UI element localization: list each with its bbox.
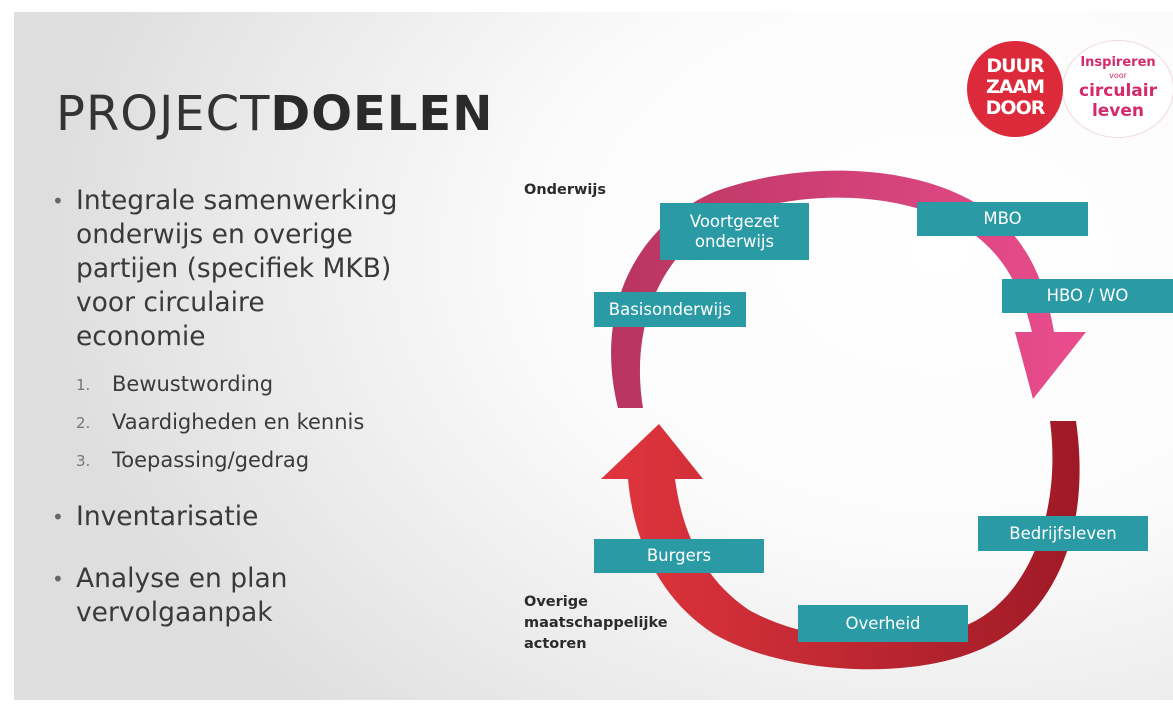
logo-text: Inspireren bbox=[1080, 55, 1156, 70]
bullet-line: Inventarisatie bbox=[76, 501, 259, 532]
box-bedrijfsleven: Bedrijfsleven bbox=[978, 516, 1148, 551]
cycle-diagram bbox=[601, 170, 1086, 670]
bullet-line: voor circulaire bbox=[76, 287, 265, 318]
box-mbo: MBO bbox=[917, 202, 1088, 236]
sub-item-1: 1. Bewustwording bbox=[76, 369, 274, 399]
logo-duurzaamdoor: DUUR ZAAM DOOR bbox=[967, 41, 1063, 137]
sub-item-number: 3. bbox=[76, 452, 91, 470]
sub-item-label: Toepassing/gedrag bbox=[112, 448, 310, 472]
bullet-analyse: • Analyse en plan vervolgaanpak bbox=[52, 562, 288, 630]
logo-text: leven bbox=[1091, 101, 1145, 121]
bullet-dot-icon: • bbox=[52, 567, 64, 591]
sub-item-number: 2. bbox=[76, 414, 91, 432]
logo-text: DUUR bbox=[986, 55, 1044, 77]
sub-item-number: 1. bbox=[76, 376, 91, 394]
title-light: PROJECT bbox=[56, 86, 271, 142]
bottom-margin bbox=[0, 700, 1173, 713]
slide-title: PROJECTDOELEN bbox=[56, 90, 493, 138]
sub-item-label: Vaardigheden en kennis bbox=[112, 410, 365, 434]
bullet-inventarisatie: • Inventarisatie bbox=[52, 500, 259, 534]
box-hbo-wo: HBO / WO bbox=[1002, 279, 1173, 313]
bullet-dot-icon: • bbox=[52, 505, 64, 529]
lower-cycle-arrow bbox=[601, 421, 1080, 670]
bullet-line: partijen (specifiek MKB) bbox=[76, 253, 392, 284]
bullet-line: Integrale samenwerking bbox=[76, 185, 398, 216]
box-line: Voortgezet bbox=[689, 211, 780, 231]
slide: PROJECTDOELEN • Integrale samenwerking o… bbox=[14, 12, 1173, 700]
bullet-line: economie bbox=[76, 321, 206, 352]
box-overheid: Overheid bbox=[798, 605, 968, 642]
bullet-integrale-samenwerking: • Integrale samenwerking onderwijs en ov… bbox=[52, 184, 398, 354]
logo-text: ZAAM bbox=[985, 76, 1045, 98]
sub-item-2: 2. Vaardigheden en kennis bbox=[76, 407, 365, 437]
sub-item-3: 3. Toepassing/gedrag bbox=[76, 445, 310, 475]
group-label-overige-actoren: Overige maatschappelijke actoren bbox=[524, 592, 668, 655]
group-label-line: Overige bbox=[524, 594, 588, 610]
bullet-line: Analyse en plan bbox=[76, 563, 288, 594]
bullet-line: vervolgaanpak bbox=[76, 597, 273, 628]
bullet-dot-icon: • bbox=[52, 189, 64, 213]
title-bold: DOELEN bbox=[270, 86, 494, 142]
group-label-onderwijs: Onderwijs bbox=[524, 182, 606, 198]
group-label-line: maatschappelijke bbox=[524, 615, 668, 631]
group-label-line: actoren bbox=[524, 636, 587, 652]
logo-inspireren-badge: Inspireren voor circulair leven bbox=[1063, 41, 1173, 137]
logo-text: DOOR bbox=[985, 97, 1046, 119]
box-burgers: Burgers bbox=[594, 539, 764, 573]
box-basisonderwijs: Basisonderwijs bbox=[594, 292, 746, 327]
box-line: onderwijs bbox=[694, 231, 775, 251]
bullet-line: onderwijs en overige bbox=[76, 219, 353, 250]
box-voortgezet-onderwijs: Voortgezet onderwijs bbox=[660, 203, 809, 260]
logo-text: voor bbox=[1109, 71, 1127, 80]
logo-text: circulair bbox=[1079, 81, 1157, 101]
sub-item-label: Bewustwording bbox=[112, 372, 274, 396]
upper-cycle-arrow bbox=[611, 170, 1086, 408]
